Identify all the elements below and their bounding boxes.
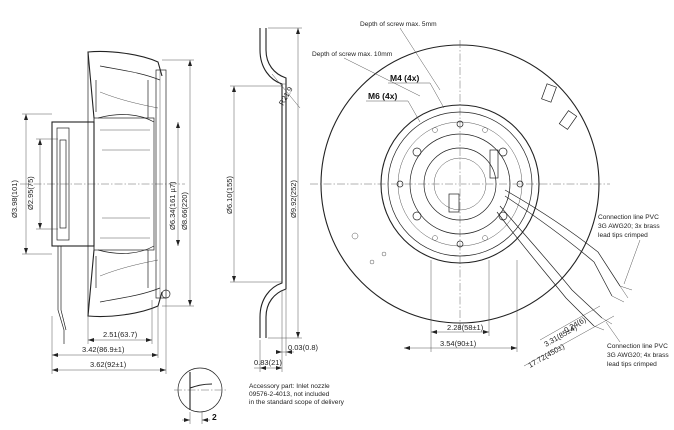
dim-d398: Ø3.98(101) [10, 180, 19, 218]
nozzle-view: R21.9 Ø6.10(155) Ø9.92(252) 0.83(21) 0.0… [225, 27, 345, 406]
accessory-note-line-2: 09576-2-4013, not included [249, 391, 330, 398]
dim-d992: Ø9.92(252) [289, 180, 298, 218]
dim-d610: Ø6.10(155) [225, 176, 234, 214]
dim-d866: Ø8.66(220) [180, 192, 189, 230]
connection-3-line-1: Connection line PVC [598, 214, 659, 221]
side-view: Ø3.98(101) Ø2.95(75) Ø6.34(161 µ7) Ø8.66… [10, 50, 194, 374]
connection-4-line-2: 3G AWG20; 4x brass [607, 352, 669, 359]
dim-d634: Ø6.34(161 µ7) [168, 181, 177, 230]
connection-4-line-1: Connection line PVC [607, 343, 668, 350]
accessory-note-line-3: in the standard scope of delivery [249, 399, 345, 406]
thread-m6: M6 (4x) [368, 91, 397, 101]
dim-w228: 2.28(58±1) [447, 323, 484, 332]
connection-3-line-2: 3G AWG20; 3x brass [598, 223, 660, 230]
dim-w083: 0.83(21) [254, 358, 282, 367]
dim-d295: Ø2.95(75) [26, 176, 35, 210]
dim-w342: 3.42(86.9±1) [82, 345, 125, 354]
dim-w354: 3.54(90±1) [440, 339, 477, 348]
accessory-note-line-1: Accessory part: Inlet nozzle [249, 383, 330, 390]
dim-w362: 3.62(92±1) [90, 360, 127, 369]
dim-w003: 0.03(0.8) [288, 343, 319, 352]
dim-w251: 2.51(63.7) [103, 330, 138, 339]
thread-m4: M4 (4x) [390, 73, 419, 83]
front-view: Depth of screw max. 5mm Depth of screw m… [310, 21, 669, 370]
detail-gap-value: 2 [212, 412, 217, 422]
screw-depth-5: Depth of screw max. 5mm [360, 21, 437, 28]
connection-3-line-3: lead tips crimped [598, 232, 648, 239]
dim-r219: R21.9 [277, 85, 295, 107]
connection-4-line-3: lead tips crimped [607, 361, 657, 368]
detail-view: 2 [174, 367, 226, 424]
screw-depth-10: Depth of screw max. 10mm [312, 51, 393, 58]
